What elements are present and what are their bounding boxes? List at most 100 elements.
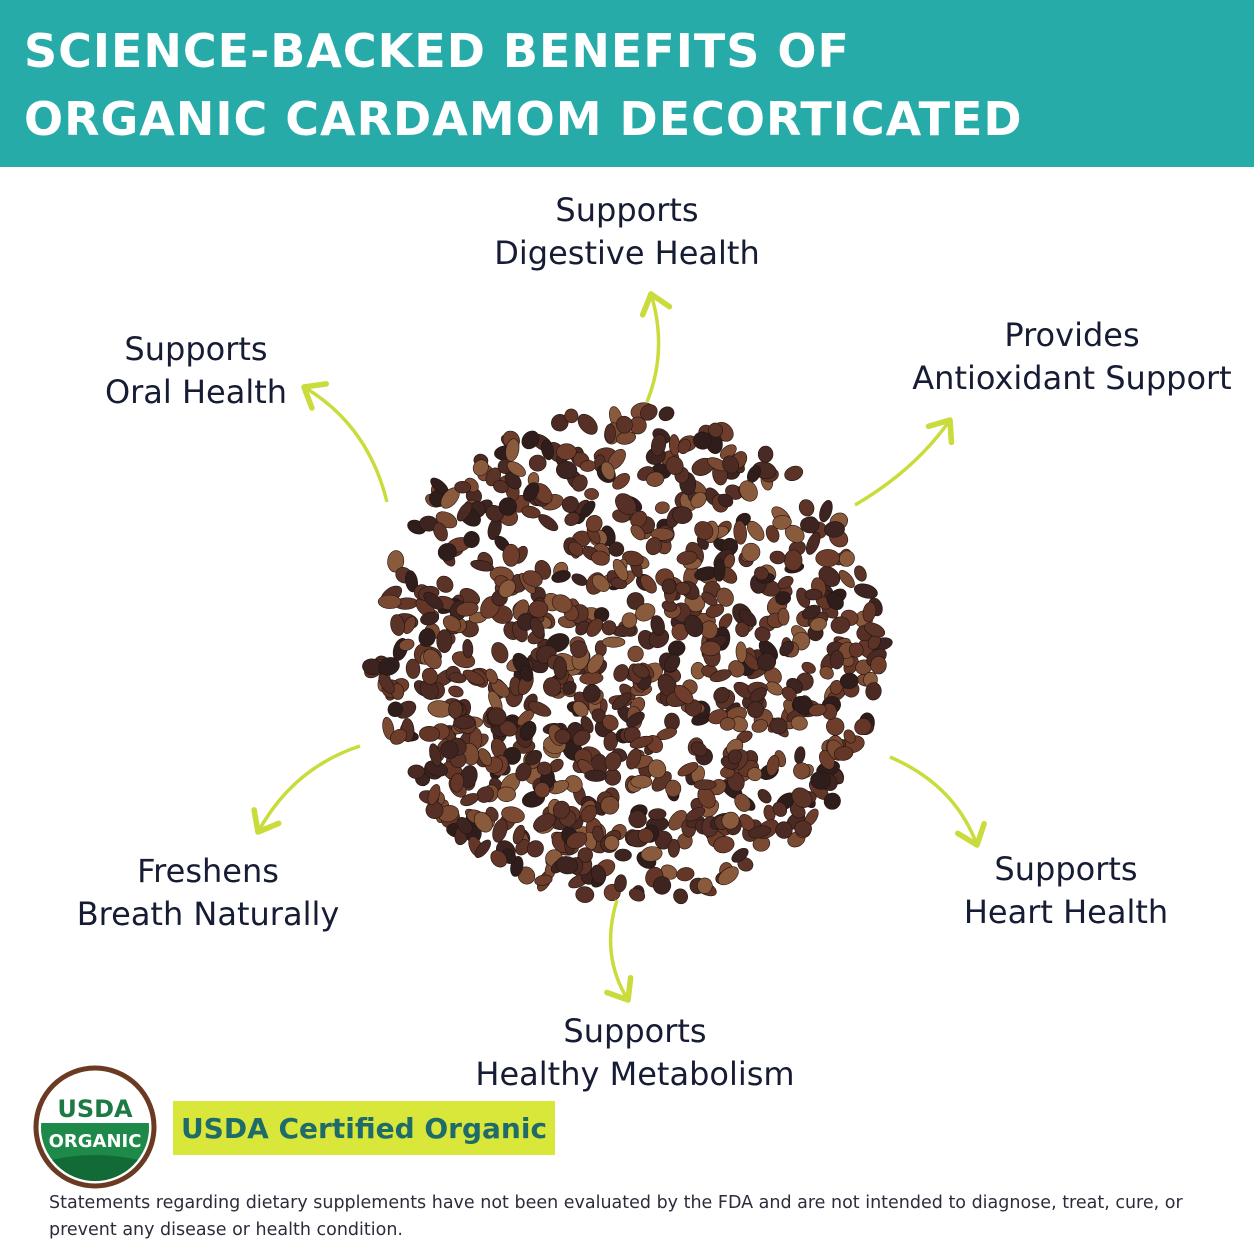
cardamom-seed [661,578,677,595]
cardamom-seed [654,501,670,514]
cardamom-seed [747,701,764,719]
benefit-fresh-breath: Freshens Breath Naturally [76,852,340,933]
cardamom-seed [652,876,672,895]
cardamom-seed [448,685,464,698]
cardamom-seed [640,846,663,862]
cardamom-seed [693,779,717,791]
cardamom-seed [534,782,551,798]
cardamom-seed [572,700,589,717]
cardamom-seed [684,614,704,638]
cardamom-seed [749,687,767,703]
cardamom-seed [839,672,859,690]
usda-organic-seal-icon: USDA ORGANIC [33,1065,157,1189]
cardamom-seed [600,796,620,815]
cardamom-seed [628,888,646,902]
cardamom-seed [650,527,675,541]
cardamom-seed [630,524,646,541]
cardamom-seed [830,650,844,670]
cardamom-seed [648,808,667,821]
cardamom-seed [717,493,734,508]
cardamom-seed [664,654,681,673]
cardamom-seed [627,645,644,663]
cardamom-seed [722,455,740,474]
cardamom-seed [801,661,816,674]
cardamom-seed [790,715,808,731]
cardamom-seed [775,821,793,839]
fda-disclaimer: Statements regarding dietary supplements… [49,1193,1183,1240]
cardamom-seed [848,642,864,658]
cardamom-seed [440,740,459,759]
cardamom-seed [843,729,856,744]
cardamom-seed [621,612,638,629]
cardamom-seed [562,681,577,695]
cardamom-seed [810,771,831,790]
cardamom-seed [611,692,632,711]
cardamom-seed [830,616,851,634]
cardamom-seed [719,717,736,731]
cardamom-seed [747,767,763,782]
benefit-antioxidant-support: Provides Antioxidant Support [912,316,1232,397]
cardamom-seed [777,575,794,590]
cardamom-seed [387,701,403,718]
cardamom-seed [460,793,479,807]
cardamom-seed [734,793,751,812]
cardamom-seed [668,640,686,657]
cardamom-seed [604,835,620,851]
cardamom-seed [456,501,473,522]
cardamom-seed [528,701,552,717]
cardamom-seed [628,810,647,829]
cardamom-seed [450,772,464,793]
cardamom-seed [777,607,790,626]
cardamom-seed [528,454,547,472]
cardamom-seed [838,570,855,588]
cardamom-seed [442,615,461,632]
cardamom-seed [478,748,492,767]
badge-label: USDA Certified Organic [180,1111,548,1145]
cardamom-seed [506,461,526,477]
cardamom-seed [613,664,629,682]
cardamom-seed [556,443,577,461]
cardamom-seed [492,818,508,843]
cardamom-seed [405,658,421,679]
cardamom-seed [626,711,645,728]
cardamom-seed [739,480,758,502]
cardamom-seed [498,497,517,516]
cardamom-seed [602,714,619,731]
cardamom-seed [490,849,508,868]
cardamom-seed [470,559,494,572]
cardamom-seed [651,433,667,457]
cardamom-seed [505,438,520,462]
usda-certified-badge: USDA Certified Organic [173,1101,555,1155]
cardamom-seed [551,594,573,613]
cardamom-seed [721,811,740,830]
cardamom-seed [751,719,768,733]
cardamom-seed [575,886,595,903]
cardamom-seed [626,748,642,770]
cardamom-seed [387,550,405,573]
cardamom-seed [561,496,579,513]
cardamom-seed [455,601,479,617]
cardamom-seed [709,669,732,683]
cardamom-seed [525,749,543,766]
cardamom-seed [572,729,591,747]
cardamom-seed [389,728,408,745]
cardamom-seed [437,543,457,561]
cardamom-seed [779,640,794,657]
benefit-oral-health: Supports Oral Health [104,330,288,411]
cardamom-seed [640,404,658,421]
cardamom-seed [473,811,493,833]
cardamom-seed [675,581,691,596]
cardamom-seed [570,640,588,658]
cardamom-seed [694,521,714,540]
cardamom-seed [398,638,415,651]
cardamom-seed [463,531,480,548]
cardamom-seed [815,549,840,568]
cardamom-seed [674,684,694,705]
cardamom-seed [819,666,834,680]
cardamom-seed [854,718,872,736]
cardamom-seed [748,825,771,839]
cardamom-seed [727,749,742,765]
cardamom-seed [612,558,629,581]
cardamom-seed [630,774,653,789]
